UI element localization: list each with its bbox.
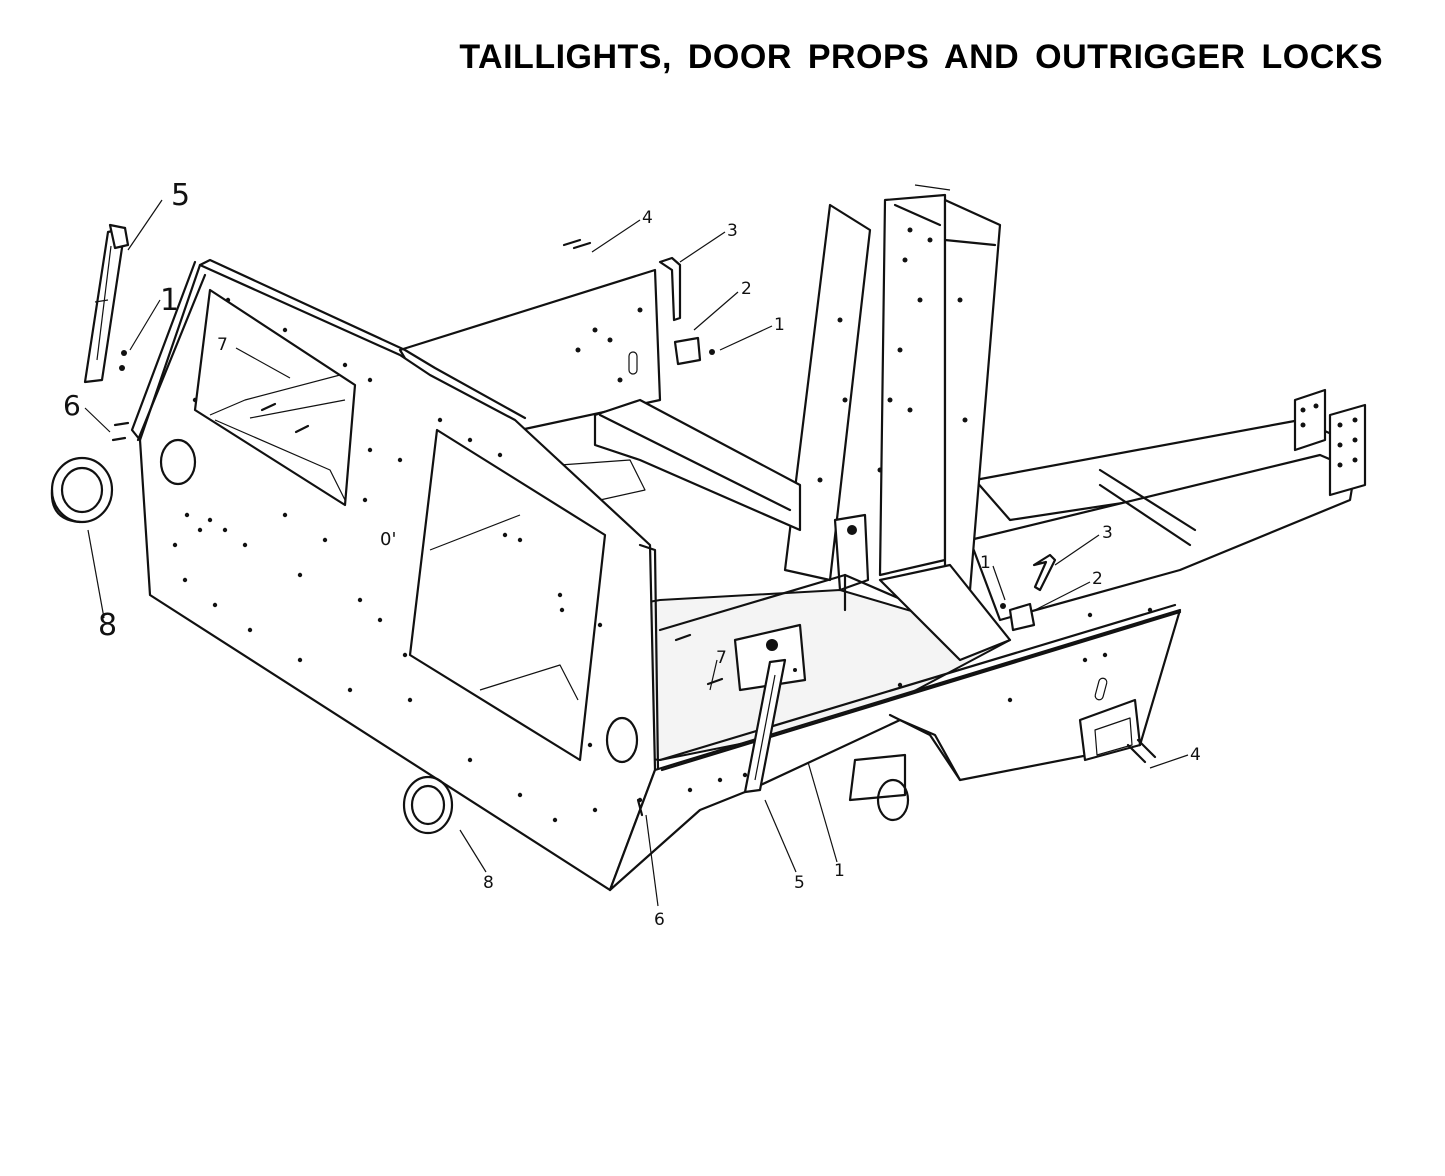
callout-1-bottom: 1 <box>834 861 845 881</box>
callout-8-left: 8 <box>98 608 117 643</box>
taillight-left <box>50 456 114 524</box>
outrigger-lock-block-top <box>673 336 715 366</box>
bolt-bottom <box>636 798 644 817</box>
callout-1-right: 1 <box>980 553 991 573</box>
leader-lines <box>84 199 1189 907</box>
callout-6-left: 6 <box>63 389 81 422</box>
left-side-panel <box>130 258 660 892</box>
taillight-bottom <box>402 775 454 835</box>
diagram-title: TAILLIGHTS, DOOR PROPS AND OUTRIGGER LOC… <box>459 38 1383 76</box>
callout-1-left: 1 <box>160 283 179 318</box>
callout-5-bottom: 5 <box>794 873 805 893</box>
callout-4-top: 4 <box>642 208 653 228</box>
door-prop-right <box>743 658 787 794</box>
callout-5-top: 5 <box>171 178 190 213</box>
callout-7-left: 7 <box>217 335 228 355</box>
callout-7-center: 7 <box>716 648 727 668</box>
callout-4-right: 4 <box>1190 745 1201 765</box>
nut-left <box>119 350 127 371</box>
callout-2-right: 2 <box>1092 569 1103 589</box>
rear-frame-rails <box>968 388 1367 622</box>
bolts-center <box>674 633 724 686</box>
outrigger-bolts-top <box>562 238 592 250</box>
vertical-mast-channels <box>783 184 1002 592</box>
outrigger-lock-pin-right <box>1032 553 1057 592</box>
callout-3-right: 3 <box>1102 523 1113 543</box>
bolt-left <box>111 421 130 442</box>
callout-1-top: 1 <box>774 315 785 335</box>
callout-3-top: 3 <box>727 221 738 241</box>
outrigger-bolts-right <box>1126 738 1157 764</box>
callout-2-top: 2 <box>741 279 752 299</box>
callout-6-bottom: 6 <box>654 910 665 930</box>
outrigger-lock-pin-top <box>658 256 682 322</box>
cross-member <box>593 398 870 592</box>
outrigger-lock-block-right <box>1000 602 1036 632</box>
callout-labels: 5 1 7 6 8 4 3 2 1 3 2 1 4 7 5 1 8 6 0' <box>63 178 1201 930</box>
callout-8-bottom: 8 <box>483 873 494 893</box>
frame-mark: 0' <box>380 529 396 550</box>
door-prop-left <box>83 223 130 384</box>
right-side-panel <box>608 603 1182 892</box>
